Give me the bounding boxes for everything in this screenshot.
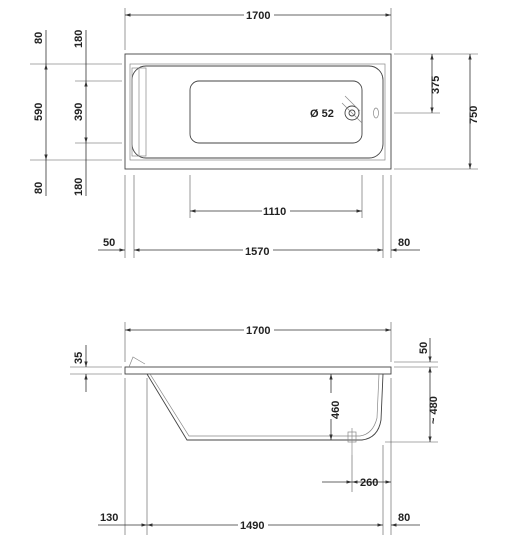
depth-dimension: 460 (330, 401, 342, 419)
basin-width-dimension: 590 (33, 103, 45, 121)
rim-height-dimension: 35 (73, 352, 85, 364)
total-height-dimension: ~ 480 (428, 396, 440, 424)
tub-rim-outline (129, 63, 386, 161)
left-offset-dimension: 130 (100, 512, 118, 524)
side-view: 1700 35 460 50 ~ 480 260 130 149 (70, 322, 440, 535)
rim-bottom-inner-dimension: 180 (73, 178, 85, 196)
tub-outer-outline (124, 53, 392, 170)
inner-basin (189, 80, 363, 144)
drain-diameter-label: Ø 52 (310, 108, 334, 120)
inner-length-dimension: 1110 (263, 206, 286, 218)
bottom-length-dimension: 1490 (240, 520, 264, 532)
right-rim-dimension: 80 (398, 237, 410, 249)
drain-distance-dimension: 260 (360, 477, 378, 489)
rim-top-dimension: 80 (33, 32, 45, 44)
tub-body-profile (146, 373, 384, 441)
basin-length-dimension: 1570 (245, 246, 269, 258)
overall-width-dimension: 750 (468, 106, 480, 124)
tub-rim-profile (124, 366, 392, 375)
drain-symbol-icon (341, 95, 379, 124)
right-offset-dimension: 80 (398, 512, 410, 524)
side-drain-icon (347, 428, 357, 455)
left-rim-dimension: 50 (103, 237, 115, 249)
rim-top-inner-dimension: 180 (73, 30, 85, 48)
top-view: Ø 52 1700 80 180 590 390 80 180 375 750 (30, 7, 480, 258)
inner-width-dimension: 390 (73, 103, 85, 121)
rim-bottom-dimension: 80 (33, 182, 45, 194)
drain-offset-dimension: 375 (430, 76, 442, 94)
side-length-dimension: 1700 (246, 325, 270, 337)
top-offset-dimension: 50 (418, 342, 430, 354)
top-length-dimension: 1700 (246, 10, 270, 22)
